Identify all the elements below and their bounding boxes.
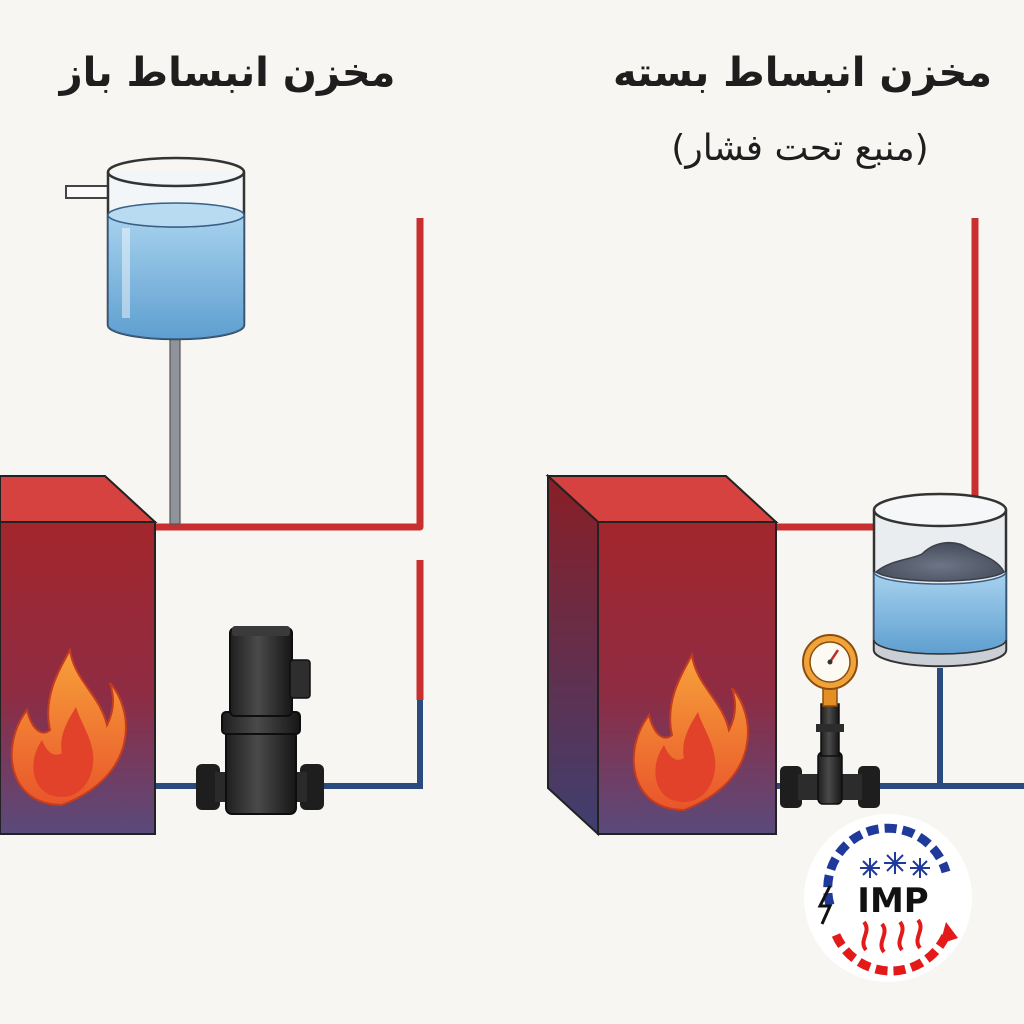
pump-icon[interactable] bbox=[196, 626, 324, 815]
hot-pipe-closed bbox=[776, 218, 1004, 531]
closed-expansion-tank bbox=[872, 492, 1008, 668]
heat-waves-icon bbox=[861, 918, 923, 954]
valve-fitting[interactable] bbox=[780, 703, 880, 808]
closed-system bbox=[545, 218, 1024, 837]
open-system bbox=[0, 156, 424, 835]
gear-logo-icon bbox=[823, 823, 958, 976]
hot-pipe-open bbox=[150, 218, 424, 531]
flame-icon bbox=[10, 646, 127, 807]
snowflake-icon bbox=[860, 852, 930, 878]
open-tank-title: مخزن انبساط باز bbox=[59, 50, 396, 96]
pressure-gauge-icon[interactable] bbox=[802, 634, 858, 707]
closed-tank-title: مخزن انبساط بسته bbox=[612, 50, 993, 96]
logo-text: IMP bbox=[857, 881, 928, 921]
flame-icon bbox=[632, 651, 749, 812]
open-expansion-tank bbox=[65, 156, 246, 341]
closed-tank-subtitle: (منبع تحت فشار) bbox=[671, 128, 929, 169]
imp-logo: IMP bbox=[804, 814, 972, 982]
lightning-icon bbox=[817, 885, 833, 925]
open-tank-pipe bbox=[169, 337, 181, 525]
